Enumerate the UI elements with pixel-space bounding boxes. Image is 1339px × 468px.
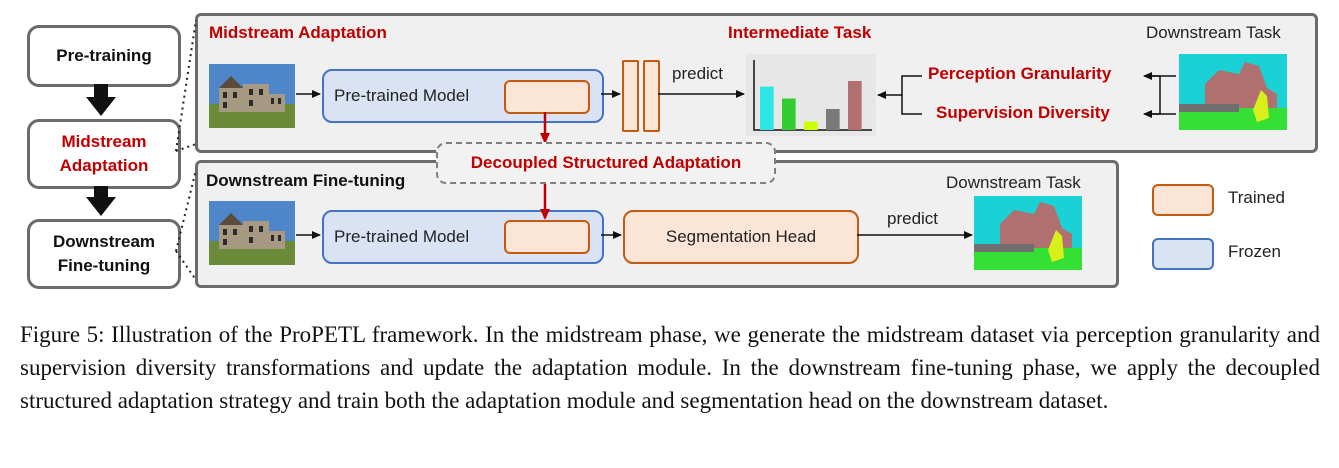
stage-arrow-2 — [86, 186, 116, 216]
downstream-task-label-midstream: Downstream Task — [1146, 23, 1281, 42]
mini-chart-bar — [848, 81, 862, 130]
pretrained-model-midstream-label: Pre-trained Model — [334, 86, 470, 105]
mini-bar-chart — [753, 60, 872, 131]
legend-frozen-swatch — [1152, 238, 1214, 270]
supervision-diversity-label: Supervision Diversity — [936, 103, 1110, 122]
adapter-module-midstream — [504, 80, 590, 114]
legend-trained-swatch — [1152, 184, 1214, 216]
predict-label-midstream: predict — [672, 64, 724, 83]
adapter-module-downstream — [504, 220, 590, 254]
decoupled-label: Decoupled Structured Adaptation — [470, 153, 742, 172]
stage-pretraining: Pre-training — [27, 25, 181, 87]
midstream-head-bar-2 — [643, 60, 660, 132]
figure-caption: Figure 5: Illustration of the ProPETL fr… — [20, 322, 1320, 413]
stage-pretraining-label: Pre-training — [56, 46, 152, 65]
decoupled-structured-adaptation: Decoupled Structured Adaptation — [436, 142, 776, 184]
stage-midstream: Midstream Adaptation — [27, 119, 181, 189]
mini-chart-bar — [760, 86, 774, 130]
mini-chart-bar — [782, 98, 796, 130]
stage-arrow-1 — [86, 84, 116, 116]
stage-midstream-line2: Adaptation — [59, 156, 149, 175]
mini-chart-bar — [826, 109, 840, 130]
stage-downstream-line2: Fine-tuning — [57, 256, 151, 275]
intermediate-task-chart — [746, 54, 876, 136]
segmentation-map-downstream — [974, 196, 1082, 270]
mini-chart-bar — [804, 121, 818, 130]
midstream-head-bar-1 — [622, 60, 639, 132]
building-photo-midstream — [209, 64, 295, 128]
intermediate-task-title: Intermediate Task — [728, 23, 872, 42]
segmentation-head: Segmentation Head — [623, 210, 859, 264]
pretrained-model-downstream-label: Pre-trained Model — [334, 227, 470, 246]
predict-label-downstream: predict — [887, 209, 939, 228]
segmentation-map-midstream — [1179, 54, 1287, 130]
stage-midstream-line1: Midstream — [61, 132, 147, 151]
framework-diagram: Pre-training Midstream Adaptation Downst… — [27, 13, 1318, 289]
downstream-task-label: Downstream Task — [946, 173, 1081, 192]
segmentation-head-label: Segmentation Head — [665, 227, 817, 246]
legend-frozen-label: Frozen — [1228, 242, 1281, 261]
stage-downstream: Downstream Fine-tuning — [27, 219, 181, 289]
perception-granularity-label: Perception Granularity — [928, 64, 1112, 83]
downstream-title: Downstream Fine-tuning — [206, 171, 406, 190]
building-photo-downstream — [209, 201, 295, 265]
legend-trained-label: Trained — [1228, 188, 1286, 207]
midstream-title: Midstream Adaptation — [209, 23, 387, 42]
stage-downstream-line1: Downstream — [52, 232, 156, 251]
